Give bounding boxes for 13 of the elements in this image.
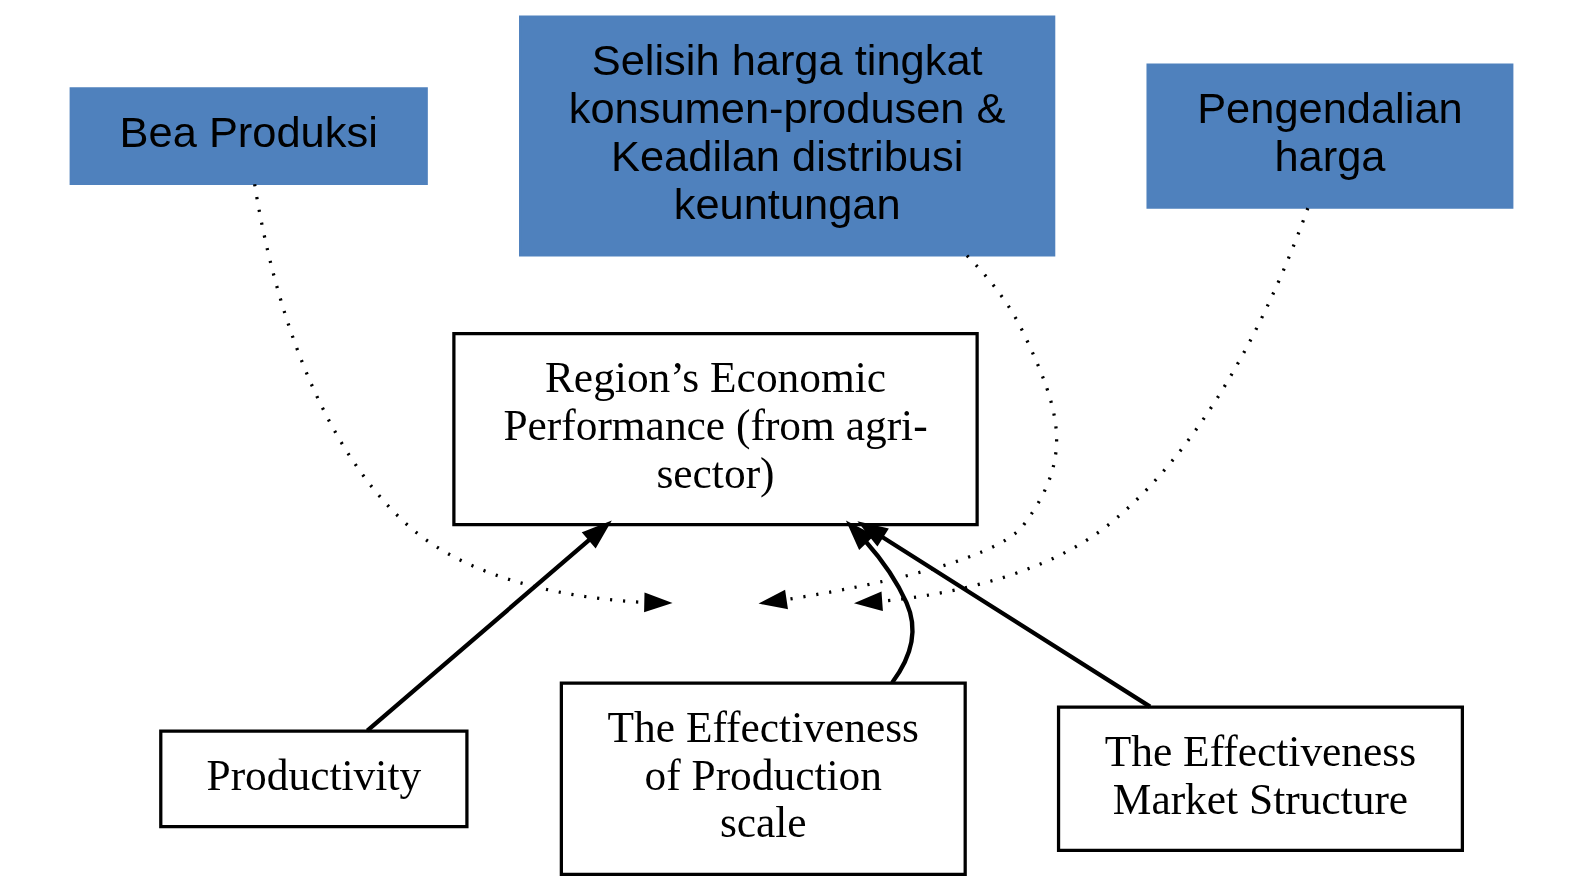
node-box: Selisih harga tingkat konsumen-produsen & Keadilan distribusi keuntungan bbox=[519, 15, 1056, 257]
node-box: Productivity bbox=[159, 729, 469, 829]
arrow bbox=[845, 520, 915, 684]
node-box: The Effectiveness of Production scale bbox=[559, 681, 967, 876]
arrow bbox=[253, 184, 673, 613]
arrow bbox=[758, 254, 1058, 610]
node-box: Pengendalian harga bbox=[1146, 63, 1514, 209]
node-box: Bea Produksi bbox=[69, 87, 428, 185]
arrow bbox=[854, 207, 1310, 612]
node-box: The Effectiveness Market Structure bbox=[1056, 705, 1464, 853]
arrow bbox=[857, 521, 1152, 709]
node-box: Region’s Economic Performance (from agri-sector) bbox=[452, 332, 979, 527]
arrow bbox=[365, 520, 612, 733]
